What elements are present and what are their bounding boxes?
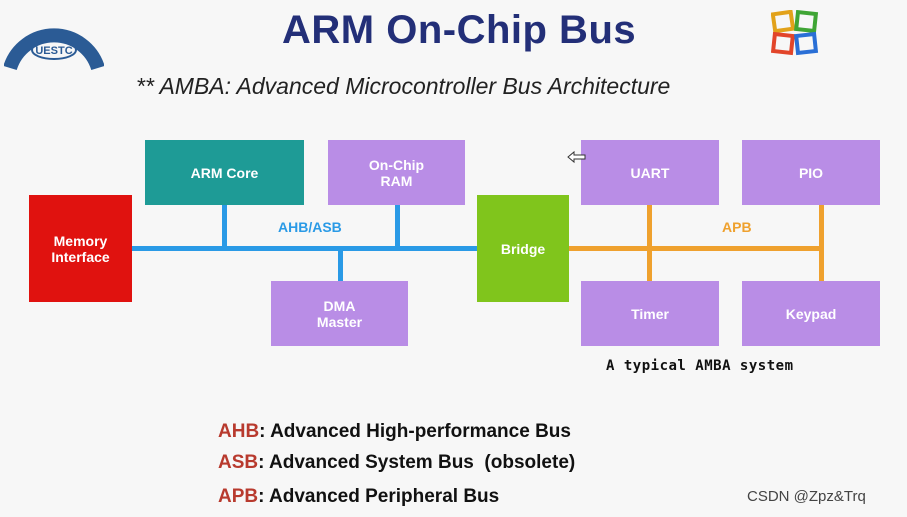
pio-block: PIO (742, 140, 880, 205)
uart-connector (647, 204, 652, 282)
apb-bus-line (568, 246, 824, 251)
university-logo: UESTC (3, 6, 105, 81)
dma-connector (338, 249, 343, 282)
memory-interface-block: Memory Interface (29, 195, 132, 302)
apb-bus-label: APB (722, 219, 752, 235)
timer-block: Timer (581, 281, 719, 346)
logo-text: UESTC (35, 45, 72, 57)
pio-connector (819, 204, 824, 282)
legend-text: : Advanced High-performance Bus (259, 421, 571, 442)
legend-text: : Advanced Peripheral Bus (258, 486, 500, 507)
legend-abbr: APB (218, 486, 259, 507)
arm-core-block: ARM Core (145, 140, 304, 205)
arm-core-connector (222, 204, 227, 248)
bridge-block: Bridge (477, 195, 569, 302)
watermark: CSDN @Zpz&Trq (747, 488, 866, 505)
subtitle: ** AMBA: Advanced Microcontroller Bus Ar… (136, 73, 671, 99)
onchip-ram-block: On-Chip RAM (328, 140, 465, 205)
colored-squares-icon (770, 9, 819, 61)
onchip-ram-connector (395, 204, 400, 248)
pointer-hand-icon (566, 150, 588, 169)
page-title: ARM On-Chip Bus (282, 8, 637, 52)
keypad-block: Keypad (742, 281, 880, 346)
ahb-bus-line (130, 246, 478, 251)
legend-item-ahb: AHB: Advanced High-performance Bus (218, 421, 571, 443)
university-seal-icon: UESTC (3, 28, 105, 71)
legend-text: : Advanced System Bus (obsolete) (258, 452, 576, 473)
legend-item-asb: ASB: Advanced System Bus (obsolete) (218, 452, 575, 474)
uart-block: UART (581, 140, 719, 205)
ahb-bus-label: AHB/ASB (278, 219, 342, 235)
diagram-caption: A typical AMBA system (606, 358, 794, 374)
legend-abbr: ASB (218, 452, 259, 473)
legend-abbr: AHB (218, 421, 260, 442)
legend-item-apb: APB: Advanced Peripheral Bus (218, 486, 499, 508)
dma-master-block: DMA Master (271, 281, 408, 346)
